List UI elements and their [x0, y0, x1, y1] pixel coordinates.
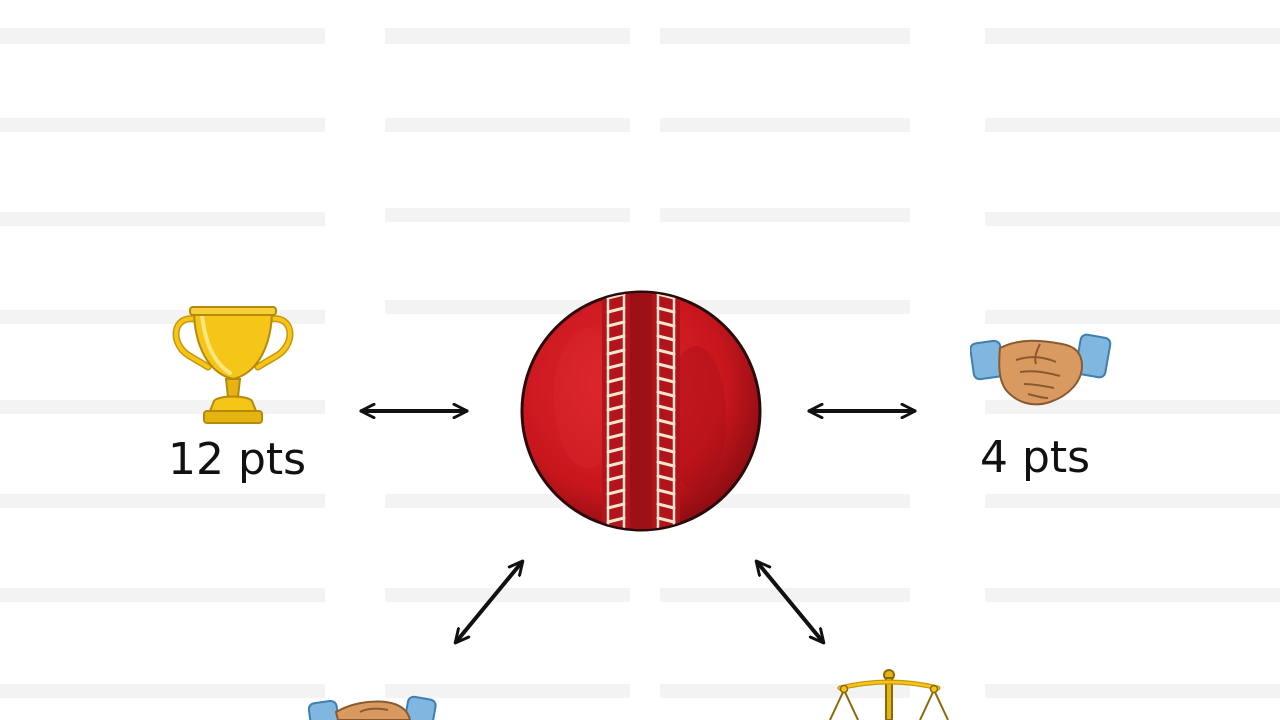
handshake-icon [970, 330, 1112, 412]
handshake-icon [308, 690, 438, 720]
draw-points-label: 4 pts [980, 432, 1091, 483]
cricket-ball-icon [518, 288, 764, 534]
scales-icon [826, 668, 952, 720]
arrow-bottom-right [757, 562, 823, 642]
trophy-icon [168, 305, 298, 427]
win-points-label: 12 pts [168, 434, 307, 485]
arrow-bottom-left [456, 562, 522, 642]
